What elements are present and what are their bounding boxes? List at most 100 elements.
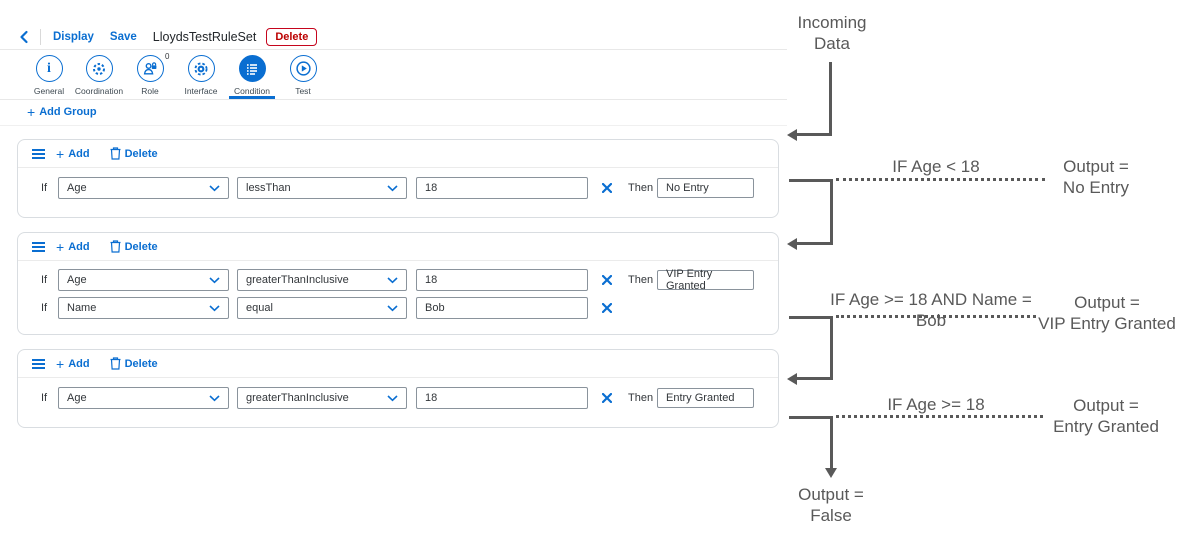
rule2-dotted-line — [836, 315, 1036, 318]
value-text: 18 — [425, 274, 438, 286]
rule-group-3: + Add Delete If Age greaterTh — [17, 349, 779, 428]
rule3-elbow-vertical — [830, 416, 833, 469]
field-value: Age — [67, 392, 87, 404]
field-value: Age — [67, 182, 87, 194]
rule2-elbow-vertical — [830, 316, 833, 380]
operator-value: greaterThanInclusive — [246, 392, 349, 404]
drag-handle-icon[interactable] — [32, 358, 46, 370]
rule3-output-label: Output = Entry Granted — [1053, 396, 1159, 436]
x-icon — [602, 303, 612, 313]
output-input[interactable]: No Entry — [657, 178, 754, 198]
output-input[interactable]: VIP Entry Granted — [657, 268, 754, 292]
incoming-arrow-vertical — [829, 62, 832, 136]
back-button[interactable] — [18, 29, 32, 45]
condition-row: If Age greaterThanInclusive 18 Then VI — [18, 268, 780, 292]
rule1-elbow-vertical — [830, 179, 833, 245]
rule-group-1: + Add Delete If Age lessThan — [17, 139, 779, 218]
group-toolbar: + Add Delete — [18, 233, 778, 261]
plus-icon: + — [56, 355, 65, 372]
rule3-arrowhead-icon — [825, 468, 837, 478]
field-select[interactable]: Age — [58, 387, 229, 409]
gear-swirl-icon — [85, 55, 113, 82]
tab-general[interactable]: i General — [20, 55, 78, 96]
drag-handle-icon[interactable] — [32, 148, 46, 160]
delete-group-button[interactable]: Delete — [110, 357, 158, 370]
delete-label: Delete — [124, 147, 158, 160]
field-select[interactable]: Age — [58, 177, 229, 199]
output-input[interactable]: Entry Granted — [657, 388, 754, 408]
operator-select[interactable]: equal — [237, 297, 407, 319]
value-text: Bob — [425, 302, 445, 314]
tab-role[interactable]: 0 Role — [121, 52, 179, 96]
if-label: If — [41, 302, 48, 314]
value-input[interactable]: 18 — [416, 177, 588, 199]
then-label: Then — [628, 274, 654, 286]
remove-condition-button[interactable] — [599, 390, 615, 406]
rule1-condition-label: IF Age < 18 — [892, 157, 980, 176]
save-button[interactable]: Save — [109, 31, 137, 43]
value-input[interactable]: 18 — [416, 387, 588, 409]
value-input[interactable]: Bob — [416, 297, 588, 319]
incoming-arrow-horizontal — [796, 133, 832, 136]
info-icon: i — [35, 55, 63, 82]
remove-condition-button[interactable] — [599, 272, 615, 288]
rule-group-2: + Add Delete If Age greaterTh — [17, 232, 779, 335]
operator-value: greaterThanInclusive — [246, 274, 349, 286]
delete-group-button[interactable]: Delete — [110, 240, 158, 253]
field-select[interactable]: Age — [58, 269, 229, 291]
field-select[interactable]: Name — [58, 297, 229, 319]
value-text: 18 — [425, 182, 438, 194]
group-toolbar: + Add Delete — [18, 140, 778, 168]
output-text: Entry Granted — [666, 392, 735, 404]
active-tab-underline — [229, 96, 275, 99]
tab-strip: i General Coordination — [0, 50, 787, 100]
operator-select[interactable]: greaterThanInclusive — [237, 269, 407, 291]
operator-select[interactable]: greaterThanInclusive — [237, 387, 407, 409]
tab-label: Coordination — [74, 86, 124, 96]
tab-label: Role — [141, 86, 159, 96]
cog-icon — [187, 55, 215, 82]
condition-row: If Name equal Bob — [18, 297, 780, 319]
rule1-elbow-top — [789, 179, 833, 182]
tab-coordination[interactable]: Coordination — [70, 55, 128, 96]
tab-label: General — [33, 86, 65, 96]
drag-handle-icon[interactable] — [32, 241, 46, 253]
trash-icon — [110, 147, 121, 160]
add-condition-button[interactable]: + Add — [56, 240, 90, 254]
remove-condition-button[interactable] — [599, 180, 615, 196]
plus-icon: + — [56, 145, 65, 162]
play-icon — [289, 55, 317, 82]
rule1-output-label: Output = No Entry — [1062, 157, 1130, 197]
display-button[interactable]: Display — [53, 31, 94, 43]
delete-label: Delete — [124, 240, 158, 253]
add-condition-button[interactable]: + Add — [56, 147, 90, 161]
trash-icon — [110, 240, 121, 253]
tab-interface[interactable]: Interface — [172, 55, 230, 96]
if-label: If — [41, 392, 48, 404]
person-lock-icon: 0 — [136, 52, 170, 82]
tab-condition[interactable]: Condition — [223, 55, 281, 96]
tab-test[interactable]: Test — [274, 55, 332, 96]
rule2-output-label: Output = VIP Entry Granted — [1038, 293, 1176, 333]
delete-ruleset-button[interactable]: Delete — [266, 28, 318, 46]
rule2-elbow-top — [789, 316, 833, 319]
add-group-button[interactable]: + Add Group — [27, 105, 97, 119]
if-label: If — [41, 274, 48, 286]
delete-label: Delete — [124, 357, 158, 370]
delete-group-button[interactable]: Delete — [110, 147, 158, 160]
field-value: Age — [67, 274, 87, 286]
output-text: No Entry — [666, 182, 709, 194]
tab-label: Condition — [234, 86, 270, 96]
rule2-condition-label: IF Age >= 18 AND Name = Bob — [830, 290, 1032, 330]
remove-condition-button[interactable] — [599, 300, 615, 316]
add-condition-button[interactable]: + Add — [56, 357, 90, 371]
ruleset-title: LloydsTestRuleSet — [152, 30, 257, 44]
value-input[interactable]: 18 — [416, 269, 588, 291]
rule3-condition-label: IF Age >= 18 — [887, 395, 985, 414]
rule3-elbow-top — [789, 416, 833, 419]
rule3-dotted-line — [836, 415, 1043, 418]
operator-select[interactable]: lessThan — [237, 177, 407, 199]
tab-label: Interface — [184, 86, 218, 96]
add-group-label: Add Group — [39, 106, 97, 118]
